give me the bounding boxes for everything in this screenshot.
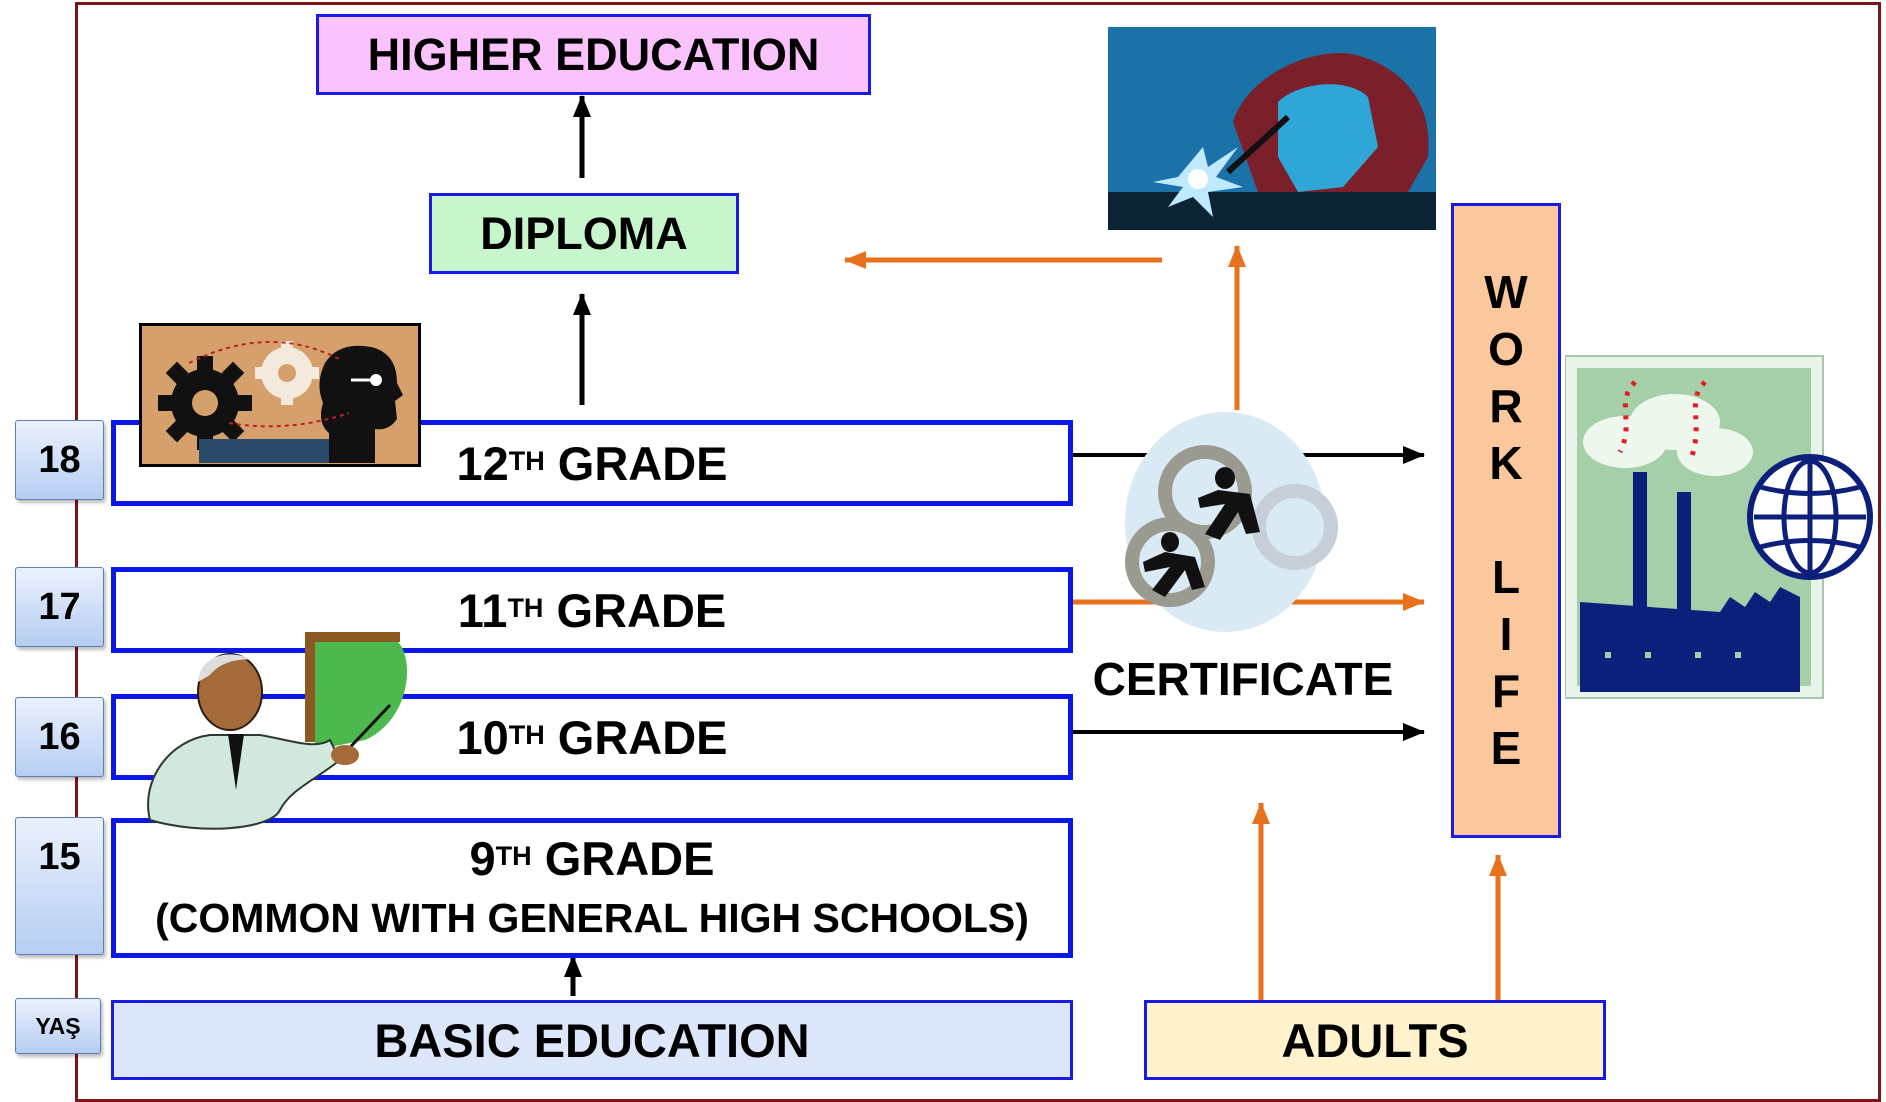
grade-10-label: 10TH GRADE bbox=[456, 710, 728, 764]
adults-box: ADULTS bbox=[1144, 1000, 1606, 1080]
age-header: YAŞ bbox=[15, 998, 101, 1054]
grade-9-box: 9TH GRADE (COMMON WITH GENERAL HIGH SCHO… bbox=[111, 818, 1073, 958]
adults-label: ADULTS bbox=[1281, 1013, 1469, 1067]
age-17: 17 bbox=[15, 567, 104, 647]
grade-11-box: 11TH GRADE bbox=[111, 567, 1073, 653]
age-15: 15 bbox=[15, 817, 104, 955]
gears-head-clipart bbox=[139, 323, 421, 467]
grade-11-label: 11TH GRADE bbox=[457, 583, 727, 637]
teacher-clipart bbox=[147, 632, 408, 830]
age-18: 18 bbox=[15, 420, 104, 500]
diploma-box: DIPLOMA bbox=[429, 193, 739, 274]
age-16: 16 bbox=[15, 697, 104, 777]
basic-education-label: BASIC EDUCATION bbox=[374, 1013, 810, 1067]
grade-9-subtitle: (COMMON WITH GENERAL HIGH SCHOOLS) bbox=[155, 894, 1029, 941]
higher-education-label: HIGHER EDUCATION bbox=[367, 28, 820, 80]
factory-globe-clipart bbox=[1565, 355, 1873, 699]
running-businessmen-gears-clipart bbox=[1125, 412, 1338, 632]
certificate-label: CERTIFICATE bbox=[1092, 653, 1394, 705]
grade-9-label: 9TH GRADE bbox=[469, 831, 715, 885]
diploma-label: DIPLOMA bbox=[480, 207, 688, 259]
higher-education-box: HIGHER EDUCATION bbox=[316, 14, 871, 95]
basic-education-box: BASIC EDUCATION bbox=[111, 1000, 1073, 1080]
grade-12-label: 12TH GRADE bbox=[456, 436, 728, 490]
welder-clipart bbox=[1108, 27, 1436, 230]
